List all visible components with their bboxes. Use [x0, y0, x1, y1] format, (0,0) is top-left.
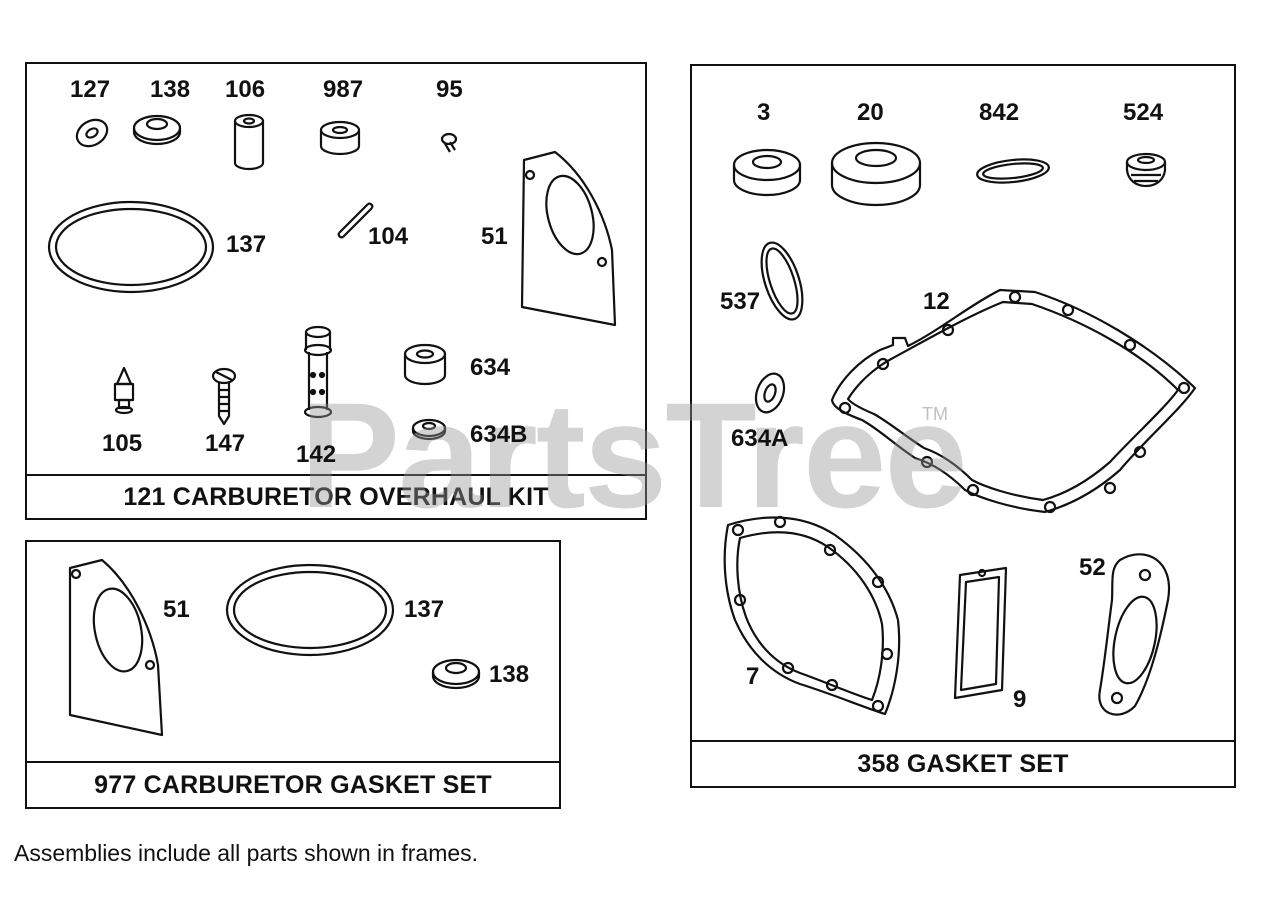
label-52: 52 [1079, 554, 1106, 581]
label-106: 106 [225, 76, 266, 103]
part-842-oring [976, 158, 1050, 184]
label-137-a: 137 [226, 231, 267, 258]
part-147-screw [211, 367, 237, 426]
label-51-b: 51 [163, 596, 190, 623]
part-137-ring-a [47, 200, 215, 294]
watermark: PartsTree [300, 371, 968, 539]
label-634a: 634A [731, 425, 789, 452]
part-634b-washer [411, 418, 447, 441]
part-634-spacer [403, 343, 447, 386]
part-7-head-gasket [723, 515, 901, 716]
label-137-b: 137 [404, 596, 445, 623]
part-106-bushing [233, 113, 265, 171]
part-51-flange-b [68, 558, 164, 737]
part-52-intake-gasket [1098, 553, 1171, 716]
gasket-set-frame: 358 GASKET SET [690, 64, 1236, 788]
part-524-plug [1125, 152, 1167, 188]
overhaul-kit-title: 121 CARBURETOR OVERHAUL KIT [27, 474, 645, 518]
label-51-a: 51 [481, 223, 508, 250]
part-105-needle [113, 366, 135, 415]
label-537: 537 [720, 288, 761, 315]
part-12-crankcase-gasket [830, 288, 1197, 514]
label-95: 95 [436, 76, 463, 103]
label-3: 3 [757, 99, 771, 126]
label-9: 9 [1013, 686, 1027, 713]
overhaul-kit-frame: 121 CARBURETOR OVERHAUL KIT [25, 62, 647, 520]
carb-gasket-set-title: 977 CARBURETOR GASKET SET [27, 761, 559, 807]
part-127-washer [75, 118, 109, 148]
part-137-ring-b [225, 563, 395, 657]
part-142-nozzle [303, 325, 333, 419]
part-95-screw [440, 132, 458, 153]
label-7: 7 [746, 663, 760, 690]
label-105: 105 [102, 430, 143, 457]
gasket-set-title: 358 GASKET SET [692, 740, 1234, 786]
carb-gasket-set-frame: 977 CARBURETOR GASKET SET [25, 540, 561, 809]
part-634a-washer [754, 372, 786, 414]
label-524: 524 [1123, 99, 1164, 126]
part-20-seal [830, 141, 922, 207]
part-987-spacer [319, 120, 361, 156]
label-987: 987 [323, 76, 364, 103]
part-104-pin [337, 202, 374, 239]
label-842: 842 [979, 99, 1020, 126]
part-51-flange-a [520, 150, 617, 327]
watermark-trademark: TM [922, 404, 948, 424]
label-12: 12 [923, 288, 950, 315]
label-147: 147 [205, 430, 246, 457]
label-142: 142 [296, 441, 337, 468]
label-127: 127 [70, 76, 111, 103]
part-138-seal-b [431, 658, 481, 690]
part-537-oring [760, 241, 804, 321]
part-138-seal [132, 114, 182, 146]
footnote: Assemblies include all parts shown in fr… [14, 840, 479, 866]
label-138-a: 138 [150, 76, 191, 103]
part-9-rect-gasket [953, 566, 1008, 700]
label-138-b: 138 [489, 661, 530, 688]
label-20: 20 [857, 99, 884, 126]
label-104: 104 [368, 223, 409, 250]
part-3-seal [732, 148, 802, 197]
label-634: 634 [470, 354, 511, 381]
label-634b: 634B [470, 421, 528, 448]
